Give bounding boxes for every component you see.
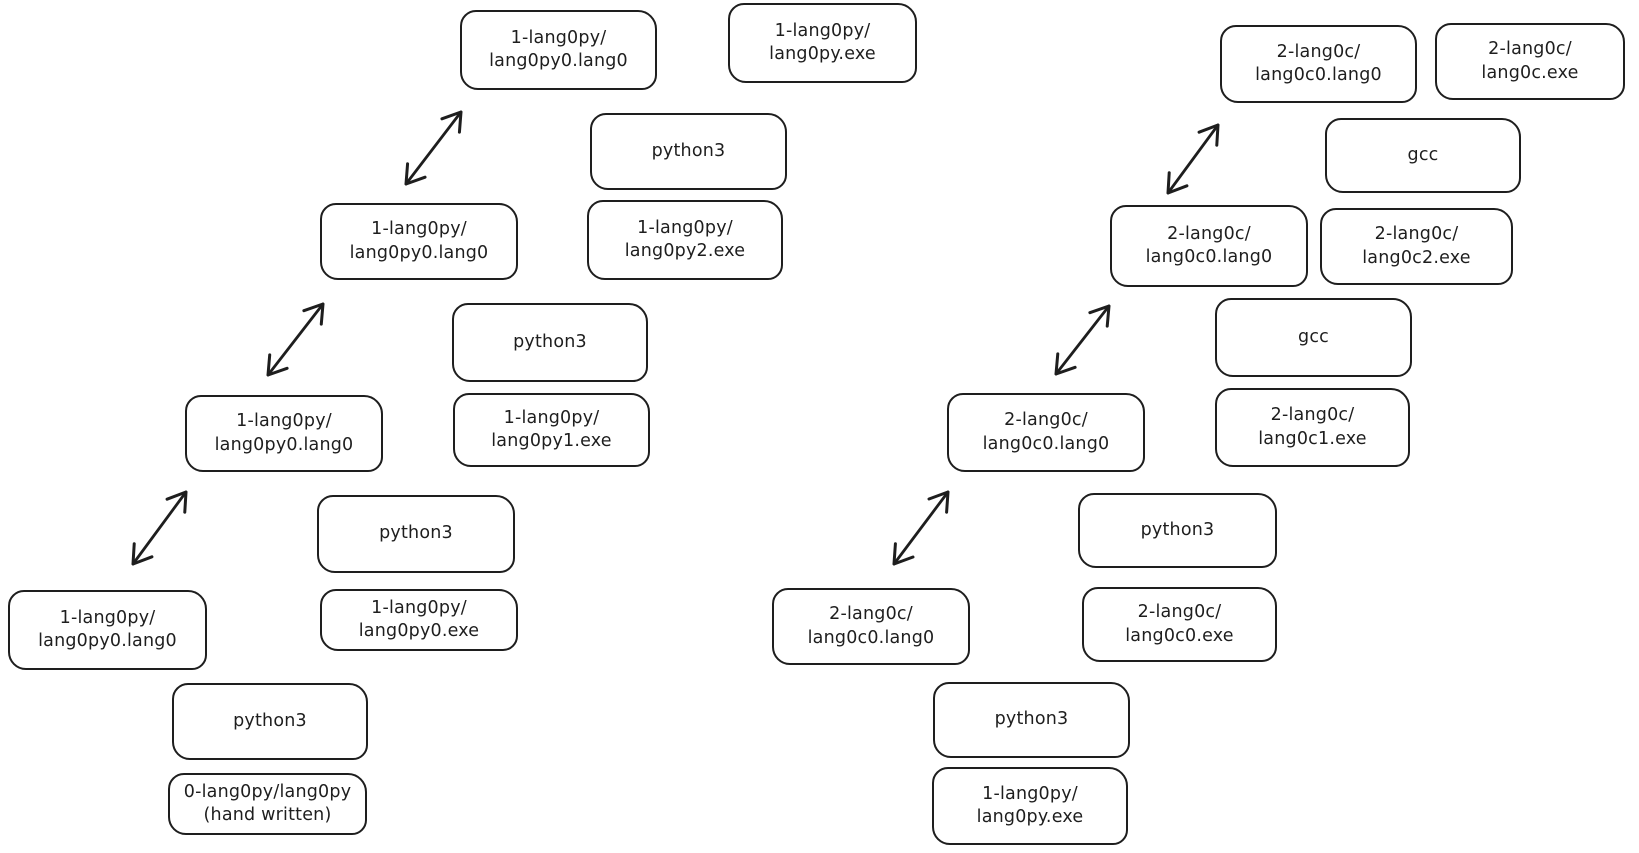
node-right-step2-source: 2-lang0c/ lang0c0.lang0 xyxy=(947,393,1145,472)
node-left-step4-interpreter: python3 xyxy=(590,113,787,190)
node-left-step3-exe: 1-lang0py/ lang0py2.exe xyxy=(587,200,783,280)
node-right-step4-interpreter: gcc xyxy=(1325,118,1521,193)
node-left-step2-interpreter: python3 xyxy=(317,495,515,573)
node-left-step3-interpreter: python3 xyxy=(452,303,648,382)
node-right-step1-source: 2-lang0c/ lang0c0.lang0 xyxy=(772,588,970,665)
double-arrow-right-arrow-1 xyxy=(892,490,950,566)
node-right-final-exe: 2-lang0c/ lang0c.exe xyxy=(1435,23,1625,100)
double-arrow-right-arrow-2 xyxy=(1054,304,1111,376)
node-right-step0-exe: 1-lang0py/ lang0py.exe xyxy=(932,767,1128,845)
node-left-step1-interpreter: python3 xyxy=(172,683,368,760)
node-left-final-exe: 1-lang0py/ lang0py.exe xyxy=(728,3,917,83)
double-arrow-left-arrow-3 xyxy=(404,110,463,186)
node-right-step2-interpreter: python3 xyxy=(1078,493,1277,568)
node-left-step4-source: 1-lang0py/ lang0py0.lang0 xyxy=(460,10,657,90)
node-right-step3-exe: 2-lang0c/ lang0c2.exe xyxy=(1320,208,1513,285)
node-left-step2-source: 1-lang0py/ lang0py0.lang0 xyxy=(185,395,383,472)
node-left-step1-source: 1-lang0py/ lang0py0.lang0 xyxy=(8,590,207,670)
node-left-step1-exe: 1-lang0py/ lang0py0.exe xyxy=(320,589,518,651)
node-right-step4-source: 2-lang0c/ lang0c0.lang0 xyxy=(1220,25,1417,103)
double-arrow-right-arrow-3 xyxy=(1166,123,1220,195)
node-right-step2-exe: 2-lang0c/ lang0c1.exe xyxy=(1215,388,1410,467)
node-left-step2-exe: 1-lang0py/ lang0py1.exe xyxy=(453,393,650,467)
node-right-step3-source: 2-lang0c/ lang0c0.lang0 xyxy=(1110,205,1308,287)
double-arrow-left-arrow-2 xyxy=(266,302,325,377)
node-right-step3-interpreter: gcc xyxy=(1215,298,1412,377)
node-left-step3-source: 1-lang0py/ lang0py0.lang0 xyxy=(320,203,518,280)
node-right-step1-exe: 2-lang0c/ lang0c0.exe xyxy=(1082,587,1277,662)
double-arrow-left-arrow-1 xyxy=(131,490,188,566)
node-left-step0-source: 0-lang0py/lang0py (hand written) xyxy=(168,773,367,835)
node-right-step1-interpreter: python3 xyxy=(933,682,1130,758)
